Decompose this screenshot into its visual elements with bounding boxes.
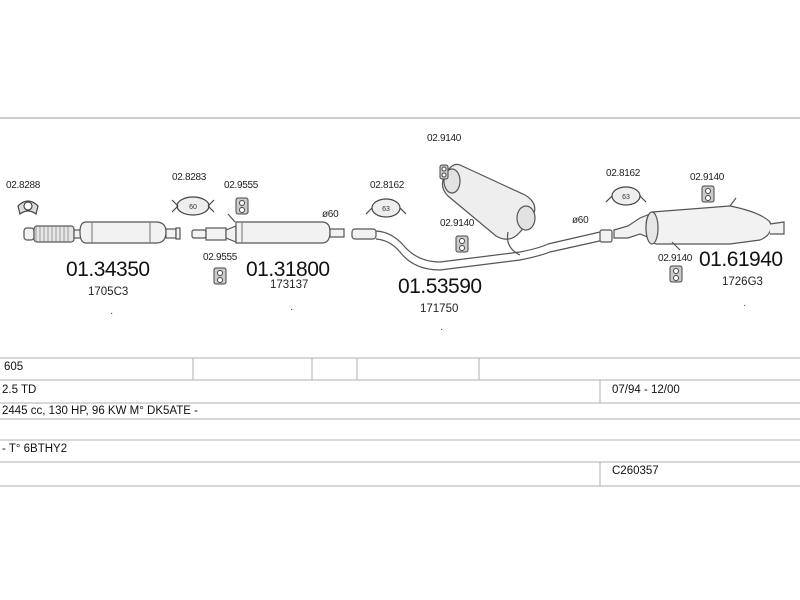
diameter-label: ø60	[322, 209, 339, 220]
hanger-code-label: 02.9140	[440, 218, 475, 229]
hanger-part	[455, 235, 469, 253]
table-row-code: 605	[4, 361, 24, 373]
info-table-lines	[0, 357, 800, 487]
clamp-code-label: 02.8288	[6, 180, 41, 191]
marker-dot: ·	[110, 308, 114, 319]
hanger-code-label: 02.9140	[690, 172, 725, 183]
middle-pipe-code-label: 01.53590	[398, 275, 482, 298]
svg-text:60: 60	[189, 204, 197, 211]
middle-pipe-part	[351, 163, 613, 271]
hanger-part	[701, 185, 715, 203]
hanger-code-label: 02.9555	[224, 180, 259, 191]
gasket-part: 63	[365, 198, 407, 218]
gasket-part: 63	[605, 186, 647, 206]
diameter-label: ø60	[572, 215, 589, 226]
center-pipe-ref-label: 173137	[270, 279, 309, 291]
svg-text:63: 63	[622, 194, 630, 201]
marker-dot: ·	[290, 304, 294, 315]
hanger-code-label: 02.9140	[658, 253, 693, 264]
center-pipe-part	[191, 213, 345, 244]
hanger-code-label: 02.9140	[427, 133, 462, 144]
gasket-code-label: 02.8162	[606, 168, 641, 179]
hanger-part	[439, 164, 449, 180]
rear-silencer-part	[613, 197, 785, 251]
clamp-part	[17, 200, 39, 216]
hanger-code-label: 02.9555	[203, 252, 238, 263]
front-pipe-part	[23, 221, 181, 244]
front-pipe-code-label: 01.34350	[66, 258, 150, 281]
hanger-part	[213, 267, 227, 285]
rear-silencer-code-label: 01.61940	[699, 248, 783, 271]
gasket-code-label: 02.8283	[172, 172, 207, 183]
middle-pipe-ref-label: 171750	[420, 303, 459, 315]
table-row-spec: 2445 cc, 130 HP, 96 KW M° DK5ATE -	[2, 405, 198, 417]
gasket-code-label: 02.8162	[370, 180, 405, 191]
hanger-part	[235, 197, 249, 215]
table-row-dates: 07/94 - 12/00	[612, 384, 680, 396]
gasket-part: 60	[171, 196, 215, 216]
center-pipe-code-label: 01.31800	[246, 258, 330, 281]
svg-text:63: 63	[382, 206, 390, 213]
table-row-engine: 2.5 TD	[2, 384, 37, 396]
front-pipe-ref-label: 1705C3	[88, 286, 129, 298]
marker-dot: ·	[743, 300, 747, 311]
hanger-part	[669, 265, 683, 283]
rear-silencer-ref-label: 1726G3	[722, 276, 763, 288]
table-row-reference: C260357	[612, 465, 659, 477]
table-row-type: - T° 6BTHY2	[2, 443, 68, 455]
marker-dot: ·	[440, 324, 444, 335]
